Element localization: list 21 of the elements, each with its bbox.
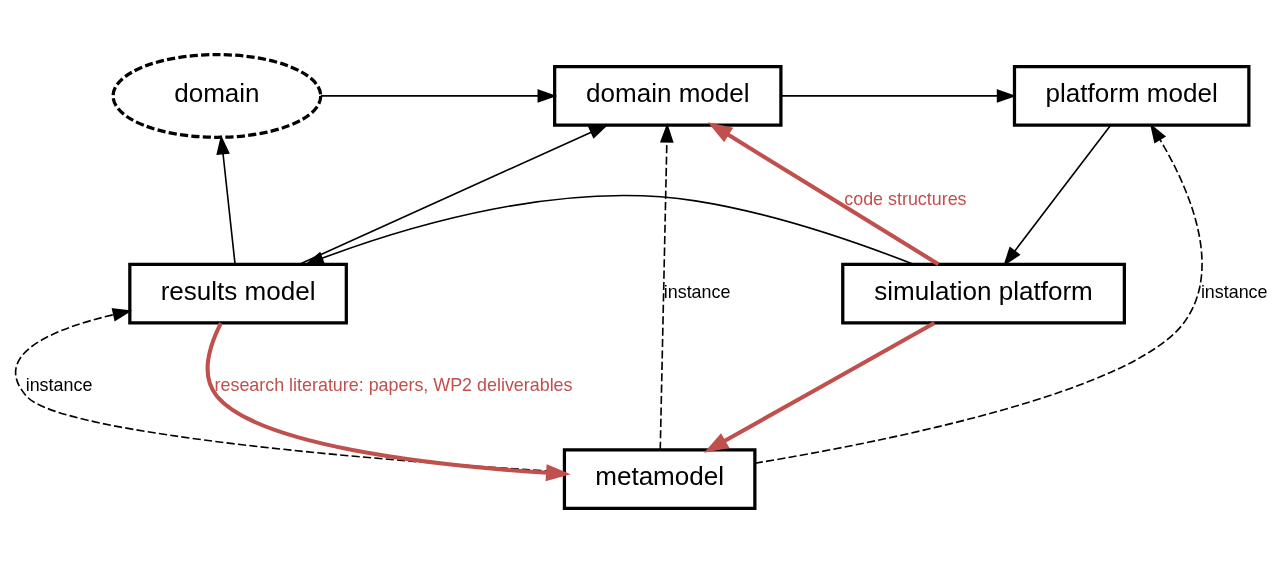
node-box: simulation platform — [841, 262, 1126, 325]
arrow — [205, 322, 571, 482]
edge-label: instance — [1200, 282, 1268, 303]
edge-label: instance — [663, 282, 731, 303]
arrow — [659, 123, 674, 451]
edge-label: instance — [25, 374, 93, 395]
arrow — [320, 89, 558, 103]
arrow — [216, 134, 236, 265]
arrow — [298, 124, 609, 266]
arrow — [703, 321, 936, 453]
edge-label: research literature: papers, WP2 deliverables — [214, 374, 573, 395]
node-box: metamodel — [562, 448, 757, 511]
arrow — [1003, 124, 1112, 267]
arrow — [304, 194, 915, 266]
node-ellipse: domain — [111, 52, 323, 139]
node-box: platform model — [1012, 65, 1251, 127]
arrow — [754, 123, 1203, 465]
arrow — [707, 122, 940, 266]
node-box: domain model — [553, 65, 783, 127]
node-box: results model — [128, 262, 348, 325]
edge-label: code structures — [844, 189, 967, 210]
